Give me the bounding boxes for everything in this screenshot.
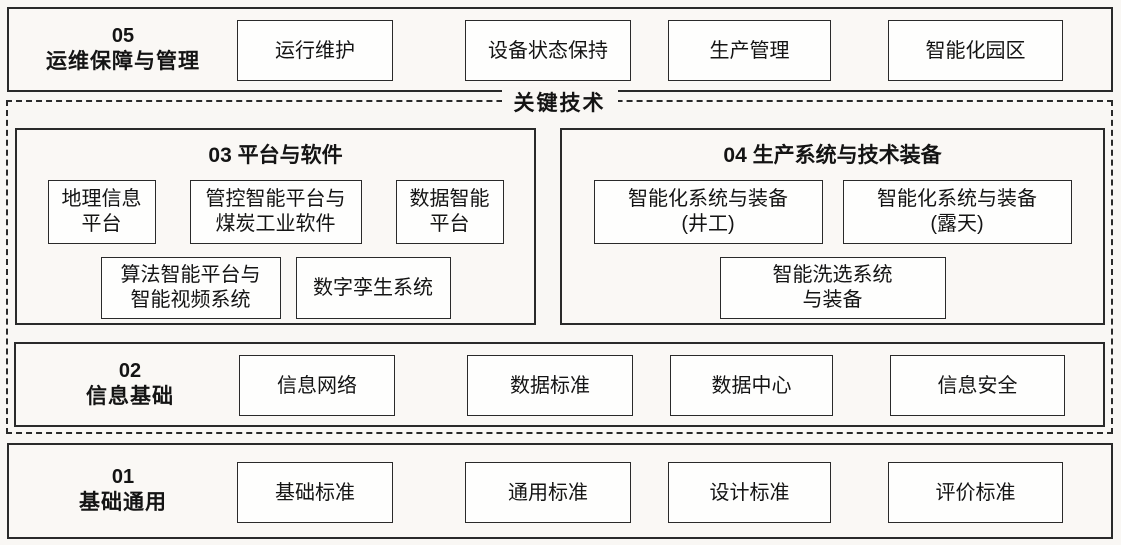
group-04-title: 04 生产系统与技术装备 — [723, 144, 942, 167]
washing-systems-equipment-box: 智能洗选系统 与装备 — [719, 257, 946, 319]
band-01-label: 01 基础通用 — [9, 445, 237, 537]
group-04-row-1: 智能化系统与装备 (井工) 智能化系统与装备 (露天) — [562, 180, 1103, 244]
general-standard-box: 通用标准 — [465, 462, 631, 523]
control-platform-coal-software-box: 管控智能平台与 煤炭工业软件 — [189, 180, 362, 244]
equipment-status-box: 设备状态保持 — [465, 20, 631, 81]
band-05-label: 05 运维保障与管理 — [9, 9, 237, 90]
geographic-info-platform-box: 地理信息 平台 — [47, 180, 156, 244]
band-01-basic-general: 01 基础通用 基础标准 通用标准 设计标准 评价标准 — [7, 443, 1113, 539]
operation-maintenance-box: 运行维护 — [237, 20, 393, 81]
underground-systems-equipment-box: 智能化系统与装备 (井工) — [593, 180, 823, 244]
smart-park-box: 智能化园区 — [888, 20, 1063, 81]
group-04-production-systems-equipment: 04 生产系统与技术装备 智能化系统与装备 (井工) 智能化系统与装备 (露天)… — [560, 128, 1105, 325]
data-center-box: 数据中心 — [670, 355, 833, 416]
data-standard-box: 数据标准 — [467, 355, 633, 416]
band-01-code: 01 — [111, 466, 135, 489]
production-management-box: 生产管理 — [668, 20, 831, 81]
band-01-name: 基础通用 — [79, 491, 167, 515]
band-05-operations-management: 05 运维保障与管理 运行维护 设备状态保持 生产管理 智能化园区 — [7, 7, 1113, 92]
group-04-row-2: 智能洗选系统 与装备 — [562, 257, 1103, 319]
band-02-name: 信息基础 — [86, 384, 174, 408]
band-02-information-base: 02 信息基础 信息网络 数据标准 数据中心 信息安全 — [14, 342, 1105, 427]
group-03-row-1: 地理信息 平台 管控智能平台与 煤炭工业软件 数据智能 平台 — [17, 180, 534, 244]
openpit-systems-equipment-box: 智能化系统与装备 (露天) — [842, 180, 1072, 244]
info-network-box: 信息网络 — [239, 355, 395, 416]
band-02-label: 02 信息基础 — [16, 344, 244, 425]
band-02-code: 02 — [118, 359, 142, 382]
band-05-name: 运维保障与管理 — [46, 49, 200, 73]
group-03-title: 03 平台与软件 — [208, 144, 343, 167]
key-technology-label: 关键技术 — [501, 87, 618, 117]
band-05-code: 05 — [111, 24, 135, 47]
digital-twin-system-box: 数字孪生系统 — [295, 257, 451, 319]
design-standard-box: 设计标准 — [668, 462, 831, 523]
group-03-row-2: 算法智能平台与 智能视频系统 数字孪生系统 — [17, 257, 534, 319]
evaluation-standard-box: 评价标准 — [888, 462, 1063, 523]
key-technology-container: 关键技术 03 平台与软件 地理信息 平台 管控智能平台与 煤炭工业软件 数据智… — [6, 87, 1113, 434]
group-03-platform-software: 03 平台与软件 地理信息 平台 管控智能平台与 煤炭工业软件 数据智能 平台 … — [15, 128, 536, 325]
data-intelligence-platform-box: 数据智能 平台 — [395, 180, 504, 244]
algorithm-platform-video-box: 算法智能平台与 智能视频系统 — [100, 257, 281, 319]
basic-standard-box: 基础标准 — [237, 462, 393, 523]
info-security-box: 信息安全 — [890, 355, 1065, 416]
